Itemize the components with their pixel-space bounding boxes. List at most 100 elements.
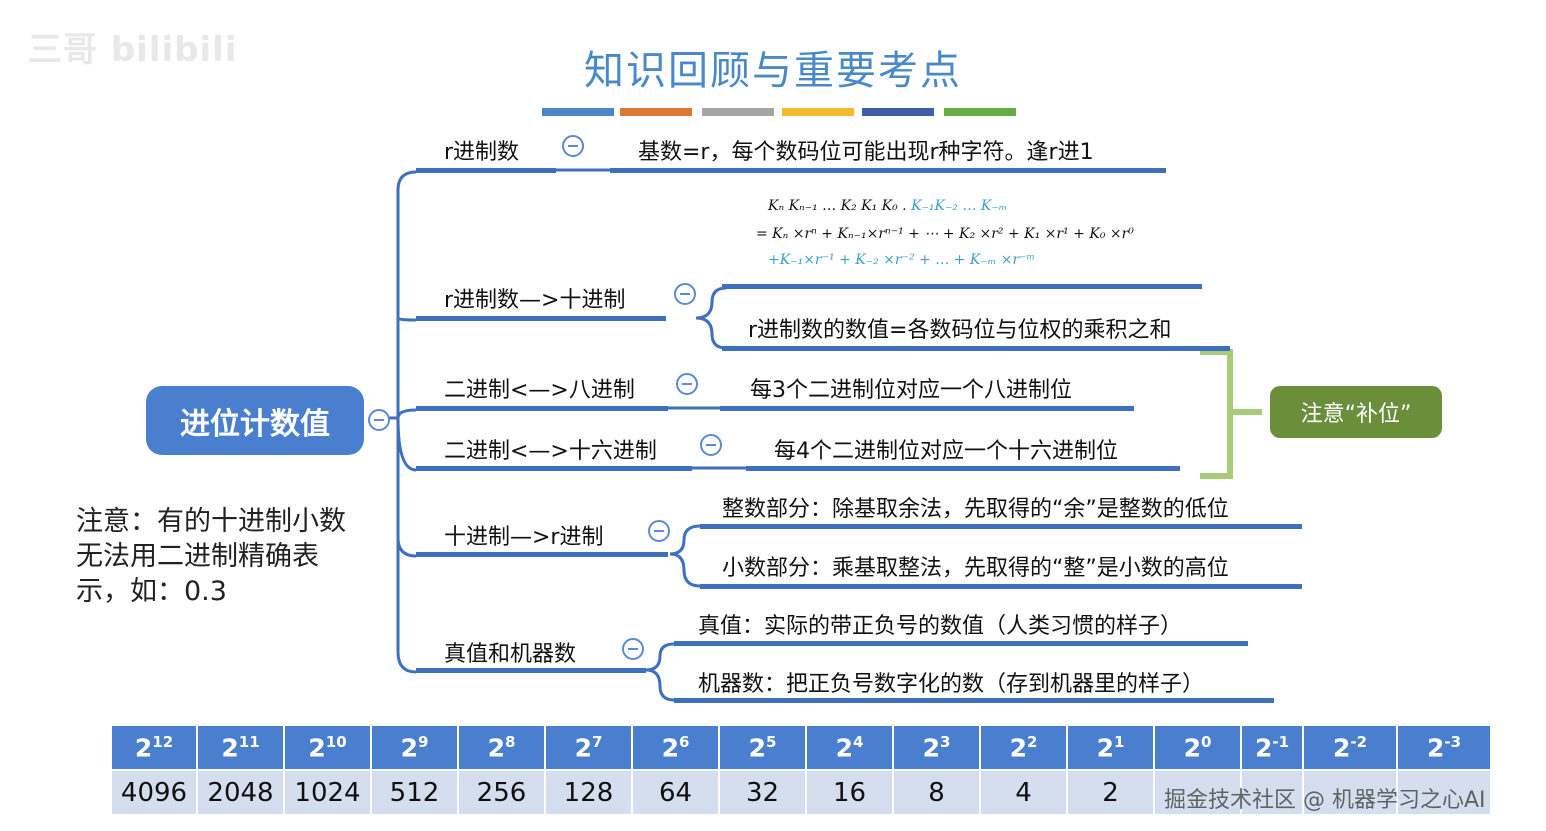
branch-collapse-icon[interactable] (648, 520, 670, 542)
power-base: 2 (1009, 733, 1027, 763)
power-value (1302, 769, 1398, 816)
branch-collapse-icon[interactable] (700, 434, 722, 456)
root-node[interactable]: 进位计数值 (146, 386, 364, 455)
power-exponent: 0 (1200, 732, 1212, 751)
leaf-weighted-sum[interactable]: r进制数的数值=各数码位与位权的乘积之和 (748, 318, 1172, 343)
power-base: 2 (661, 733, 679, 763)
page-title: 知识回顾与重要考点 (584, 48, 962, 94)
leaf-machine-number[interactable]: 机器数：把正负号数字化的数（存到机器里的样子） (698, 672, 1205, 697)
branch-collapse-icon[interactable] (622, 638, 644, 660)
leaf-bin-hex[interactable]: 每4个二进制位对应一个十六进制位 (774, 439, 1118, 464)
leaf-underline (674, 698, 1274, 703)
power-cell: 22 (979, 724, 1068, 771)
power-exponent: 6 (678, 732, 690, 751)
power-value: 128 (544, 769, 633, 816)
power-value (1396, 769, 1492, 816)
formula-line3: +K₋₁×r⁻¹ + K₋₂ ×r⁻² + … + K₋ₘ ×r⁻ᵐ (768, 252, 1036, 268)
leaf-underline (720, 406, 1134, 411)
branch-underline (416, 466, 692, 471)
leaf-r-base-def[interactable]: 基数=r，每个数码位可能出现r种字符。逢r进1 (638, 140, 1094, 165)
power-value (1153, 769, 1242, 816)
leaf-underline (610, 168, 1166, 173)
bilibili-watermark: 三哥 bilibili (28, 30, 238, 70)
color-bar-3 (702, 108, 774, 116)
color-bar-6 (944, 108, 1016, 116)
formula-line1-fraction: K₋₁K₋₂ … K₋ₘ (911, 198, 1008, 214)
power-value: 4096 (110, 769, 198, 816)
branch-collapse-icon[interactable] (562, 135, 584, 157)
branch-true-machine[interactable]: 真值和机器数 (444, 642, 577, 667)
power-exponent: 1 (1113, 732, 1125, 751)
juejin-watermark: 掘金技术社区 @ 机器学习之心AI (1164, 788, 1486, 813)
branch-collapse-icon[interactable] (676, 373, 698, 395)
power-base: 2 (835, 733, 853, 763)
branch-r-to-decimal[interactable]: r进制数—>十进制 (444, 288, 626, 313)
expansion-formula: Kₙ Kₙ₋₁ … K₂ K₁ K₀ . K₋₁K₋₂ … K₋ₘ (768, 198, 1007, 214)
leaf-underline (700, 524, 1302, 529)
power-cell: 212 (110, 724, 198, 771)
power-base: 2 (1183, 733, 1201, 763)
branch-collapse-icon[interactable] (674, 283, 696, 305)
power-value: 32 (718, 769, 807, 816)
power-cell: 28 (457, 724, 546, 771)
power-cell: 29 (370, 724, 459, 771)
power-exponent: 4 (852, 732, 864, 751)
branch-underline (416, 552, 668, 557)
power-cell: 2-2 (1302, 724, 1398, 771)
power-cell: 25 (718, 724, 807, 771)
power-value: 512 (370, 769, 459, 816)
power-base: 2 (748, 733, 766, 763)
power-base: 2 (922, 733, 940, 763)
power-exponent: 3 (939, 732, 951, 751)
branch-underline (416, 168, 556, 173)
precision-note: 注意：有的十进制小数无法用二进制精确表示，如：0.3 (76, 506, 346, 607)
leaf-underline (722, 284, 1202, 289)
leaf-fraction-part[interactable]: 小数部分：乘基取整法，先取得的“整”是小数的高位 (722, 556, 1229, 581)
color-bar-1 (542, 108, 614, 116)
formula-line2: = Kₙ ×rⁿ + Kₙ₋₁×rⁿ⁻¹ + ⋯ + K₂ ×r² + K₁ ×… (756, 226, 1134, 242)
power-value: 2048 (196, 769, 285, 816)
power-value (1240, 769, 1304, 816)
power-base: 2 (487, 733, 505, 763)
power-base: 2 (574, 733, 592, 763)
power-cell: 20 (1153, 724, 1242, 771)
padding-note-box[interactable]: 注意“补位” (1270, 386, 1442, 438)
leaf-underline (674, 641, 1248, 646)
power-exponent: 11 (238, 732, 260, 751)
power-exponent: 12 (152, 732, 174, 751)
power-exponent: -1 (1272, 732, 1290, 751)
branch-decimal-to-r[interactable]: 十进制—>r进制 (444, 525, 604, 550)
power-value: 1024 (283, 769, 372, 816)
branch-bin-oct[interactable]: 二进制<—>八进制 (444, 378, 635, 403)
power-exponent: 5 (765, 732, 777, 751)
branch-r-base[interactable]: r进制数 (444, 140, 520, 165)
leaf-true-value[interactable]: 真值：实际的带正负号的数值（人类习惯的样子） (698, 614, 1183, 639)
power-cell: 24 (805, 724, 894, 771)
power-value: 256 (457, 769, 546, 816)
power-cell: 23 (892, 724, 981, 771)
power-exponent: 2 (1026, 732, 1038, 751)
power-cell: 2-1 (1240, 724, 1304, 771)
branch-underline (416, 668, 646, 673)
power-base: 2 (308, 733, 326, 763)
leaf-underline (700, 584, 1302, 589)
color-bar-2 (620, 108, 692, 116)
leaf-integer-part[interactable]: 整数部分：除基取余法，先取得的“余”是整数的低位 (722, 497, 1229, 522)
power-exponent: -2 (1350, 732, 1368, 751)
power-base: 2 (1426, 733, 1445, 763)
branch-underline (416, 406, 668, 411)
power-exponent: 10 (325, 732, 347, 751)
color-bar-4 (782, 108, 854, 116)
leaf-bin-oct[interactable]: 每3个二进制位对应一个八进制位 (750, 378, 1072, 403)
power-cell: 21 (1066, 724, 1155, 771)
power-cell: 27 (544, 724, 633, 771)
power-cell: 26 (631, 724, 720, 771)
power-exponent: 8 (504, 732, 516, 751)
power-value: 4 (979, 769, 1068, 816)
branch-bin-hex[interactable]: 二进制<—>十六进制 (444, 439, 657, 464)
power-exponent: 9 (417, 732, 429, 751)
power-base: 2 (134, 733, 153, 763)
root-collapse-icon[interactable] (368, 409, 390, 431)
